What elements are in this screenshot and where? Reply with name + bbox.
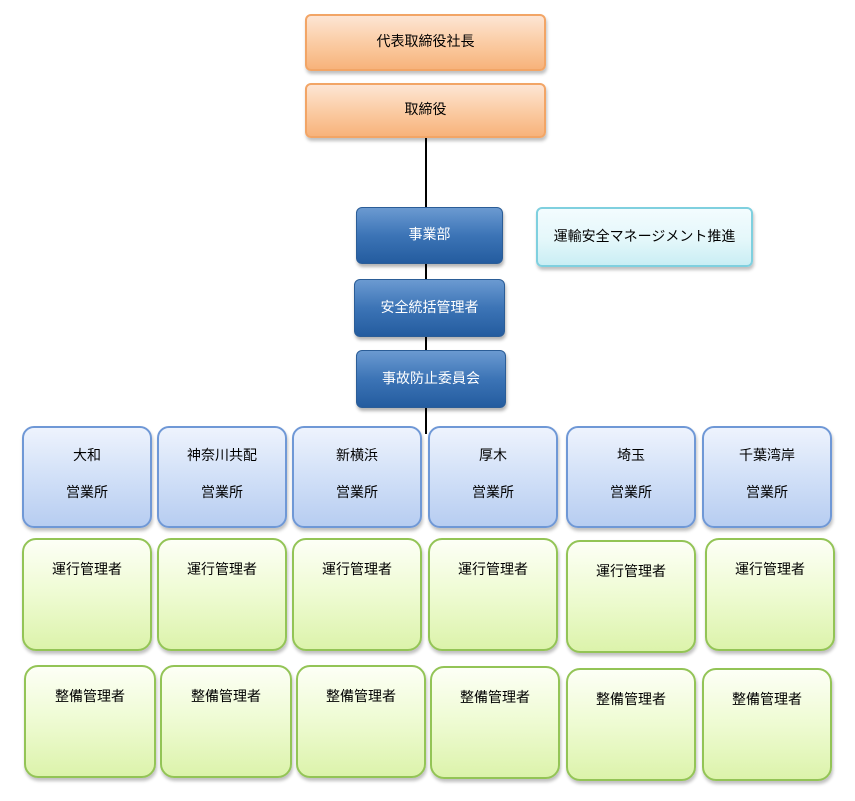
accident-committee-box: 事故防止委員会 (356, 350, 506, 408)
office-box: 神奈川共配 営業所 (157, 426, 287, 528)
operation-manager-box: 運行管理者 (292, 538, 422, 651)
operation-manager-box: 運行管理者 (22, 538, 152, 651)
operation-manager-box: 運行管理者 (157, 538, 287, 651)
maintenance-manager-label: 整備管理者 (596, 692, 666, 708)
safety-promotion-box: 運輸安全マネージメント推進 (536, 207, 753, 267)
maintenance-manager-label: 整備管理者 (326, 689, 396, 705)
office-name: 新横浜 (336, 448, 378, 464)
safety-manager-label: 安全統括管理者 (380, 299, 479, 316)
maintenance-manager-box: 整備管理者 (566, 668, 696, 781)
maintenance-manager-box: 整備管理者 (296, 665, 426, 778)
president-label: 代表取締役社長 (376, 34, 475, 51)
accident-committee-label: 事故防止委員会 (382, 370, 480, 387)
office-sub: 営業所 (201, 485, 243, 501)
operation-manager-box: 運行管理者 (428, 538, 558, 651)
operation-manager-label: 運行管理者 (187, 562, 257, 578)
office-sub: 営業所 (610, 485, 652, 501)
safety-promotion-label: 運輸安全マネージメント推進 (553, 228, 736, 245)
maintenance-manager-box: 整備管理者 (24, 665, 156, 778)
maintenance-manager-label: 整備管理者 (460, 690, 530, 706)
maintenance-manager-label: 整備管理者 (55, 689, 125, 705)
office-sub: 営業所 (336, 485, 378, 501)
operation-manager-box: 運行管理者 (705, 538, 835, 651)
directors-box: 取締役 (305, 83, 546, 138)
office-name: 神奈川共配 (187, 448, 257, 464)
operation-manager-label: 運行管理者 (458, 562, 528, 578)
office-box: 埼玉 営業所 (566, 426, 696, 528)
operation-manager-label: 運行管理者 (322, 562, 392, 578)
maintenance-manager-label: 整備管理者 (191, 689, 261, 705)
maintenance-manager-box: 整備管理者 (160, 665, 292, 778)
division-label: 事業部 (408, 227, 451, 244)
operation-manager-label: 運行管理者 (735, 562, 805, 578)
office-box: 新横浜 営業所 (292, 426, 422, 528)
office-box: 千葉湾岸 営業所 (702, 426, 832, 528)
operation-manager-box: 運行管理者 (566, 540, 696, 653)
office-sub: 営業所 (472, 485, 514, 501)
office-sub: 営業所 (746, 485, 788, 501)
office-name: 大和 (73, 448, 101, 464)
directors-label: 取締役 (404, 102, 447, 119)
office-box: 厚木 営業所 (428, 426, 558, 528)
office-name: 千葉湾岸 (739, 448, 795, 464)
maintenance-manager-box: 整備管理者 (702, 668, 832, 781)
division-box: 事業部 (356, 207, 503, 264)
maintenance-manager-label: 整備管理者 (732, 692, 802, 708)
operation-manager-label: 運行管理者 (596, 564, 666, 580)
president-box: 代表取締役社長 (305, 14, 546, 71)
operation-manager-label: 運行管理者 (52, 562, 122, 578)
office-sub: 営業所 (66, 485, 108, 501)
office-name: 厚木 (479, 448, 507, 464)
safety-manager-box: 安全統括管理者 (354, 279, 505, 337)
office-box: 大和 営業所 (22, 426, 152, 528)
maintenance-manager-box: 整備管理者 (430, 666, 560, 779)
office-name: 埼玉 (617, 448, 645, 464)
